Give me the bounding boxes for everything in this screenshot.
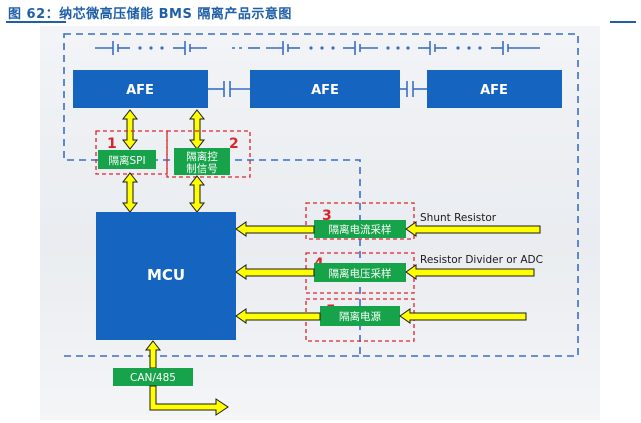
iso3-number: 3: [322, 208, 332, 224]
mcu-label: MCU: [147, 266, 185, 284]
iso3-box: 隔离电流采样: [314, 220, 406, 238]
can485-box: CAN/485: [113, 368, 193, 386]
arrow-afe-to-iso-1: [121, 109, 139, 150]
header-rule-left: [6, 21, 66, 23]
daisy-chain-capacitor-2: [400, 81, 427, 97]
arrow-iso3-to-mcu: [235, 221, 315, 237]
iso4-label: 隔离电压采样: [329, 267, 392, 280]
arrow-can-out: [149, 385, 229, 416]
mcu-block: MCU: [96, 212, 236, 340]
arrow-shunt-to-iso3: [405, 221, 541, 237]
iso3-label: 隔离电流采样: [329, 223, 392, 236]
iso2-label-line1: 隔离控: [186, 150, 218, 163]
figure-header: 图 62：纳芯微高压储能 BMS 隔离产品示意图: [6, 0, 636, 24]
iso5-label: 隔离电源: [339, 310, 381, 323]
afe-block-2: AFE: [250, 70, 400, 108]
daisy-chain-capacitor-1: [208, 81, 250, 97]
header-rule-right: [610, 21, 636, 23]
shunt-resistor-label: Shunt Resistor: [420, 212, 497, 224]
arrow-iso5-to-mcu: [235, 308, 321, 324]
iso1-box: 隔离SPI: [98, 150, 156, 169]
arrow-divider-to-iso4: [405, 264, 535, 280]
iso5-box: 隔离电源: [320, 306, 400, 326]
iso3-dashed-frame: [305, 202, 415, 240]
iso4-box: 隔离电压采样: [314, 263, 406, 282]
arrow-source-to-iso5: [399, 308, 527, 324]
afe-block-1: AFE: [73, 70, 208, 108]
afe-label-2: AFE: [311, 83, 339, 98]
iso2-number: 2: [229, 136, 239, 152]
arrow-iso4-to-mcu: [235, 264, 315, 280]
afe-label-1: AFE: [126, 83, 154, 98]
resistor-divider-label: Resistor Divider or ADC: [420, 254, 543, 266]
iso1-label: 隔离SPI: [108, 154, 145, 167]
iso2-box: 隔离控 制信号: [174, 148, 230, 175]
iso1-dashed-frame: [95, 130, 168, 175]
battery-cell-string: [95, 41, 540, 55]
iso1-number: 1: [107, 136, 117, 152]
iso2-label-line2: 制信号: [186, 162, 218, 175]
can485-label: CAN/485: [130, 372, 176, 384]
afe-label-3: AFE: [480, 83, 508, 98]
afe-block-3: AFE: [427, 70, 562, 108]
iso2-dashed-frame: [166, 130, 251, 178]
figure-title: 图 62：纳芯微高压储能 BMS 隔离产品示意图: [8, 7, 292, 22]
